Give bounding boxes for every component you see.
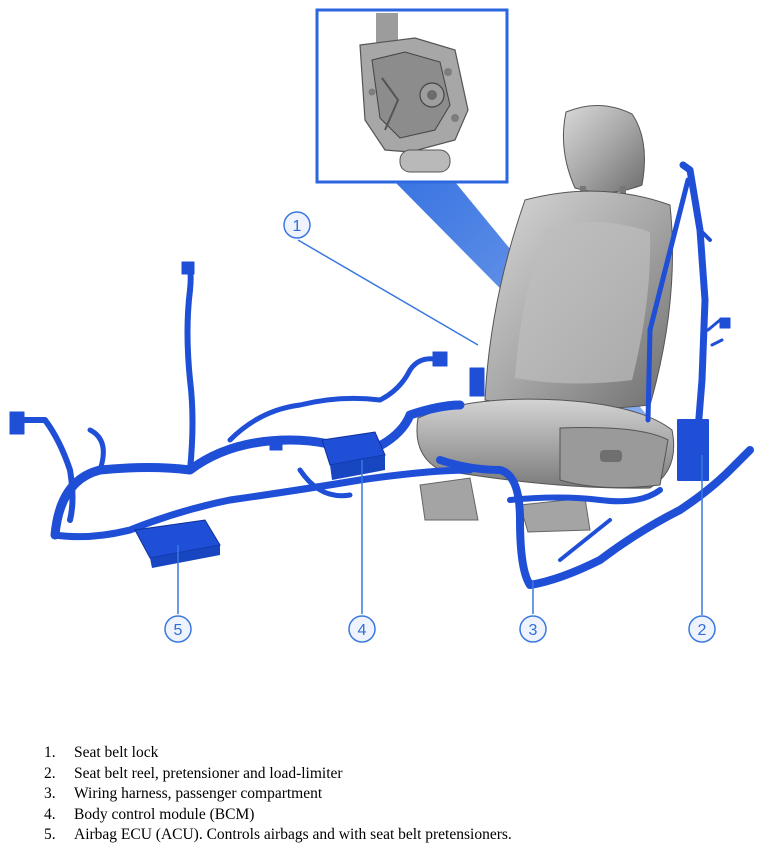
callout-number: 1 xyxy=(293,218,302,235)
legend-text: Body control module (BCM) xyxy=(74,805,255,823)
legend-text: Seat belt lock xyxy=(74,744,159,761)
legend-text: Airbag ECU (ACU). Controls airbags and w… xyxy=(74,826,512,844)
legend-item: 1. Seat belt lock xyxy=(44,743,512,764)
callout-number: 3 xyxy=(529,622,538,639)
body-control-module xyxy=(321,431,386,480)
legend-text: Seat belt reel, pretensioner and load-li… xyxy=(74,764,343,782)
callout-number: 4 xyxy=(358,622,367,639)
leader-lines xyxy=(177,239,703,615)
seat-belt-assembly xyxy=(645,161,724,481)
callout-4: 4 xyxy=(348,615,376,643)
seat-belt-lock-closeup xyxy=(359,13,469,173)
legend-number: 2. xyxy=(44,764,56,782)
airbag-ecu xyxy=(134,519,221,568)
legend-text: Wiring harness, passenger compartment xyxy=(74,785,323,803)
callout-3: 3 xyxy=(519,615,547,643)
wiring-harness xyxy=(9,261,754,589)
legend-number: 1. xyxy=(44,744,56,761)
legend-item: 5. Airbag ECU (ACU). Controls airbags and… xyxy=(44,825,512,846)
legend-item: 4. Body control module (BCM) xyxy=(44,805,512,826)
callout-number: 5 xyxy=(174,622,183,639)
callout-5: 5 xyxy=(164,615,192,643)
diagram-figure: 1 2 3 4 5 xyxy=(9,8,754,643)
legend-list: 1. Seat belt lock 2. Seat belt reel, prete… xyxy=(44,743,512,846)
legend-item: 3. Wiring harness, passenger compartment xyxy=(44,784,512,805)
callout-number: 2 xyxy=(698,622,707,639)
inset-detail xyxy=(315,8,509,184)
legend-number: 5. xyxy=(44,826,56,844)
legend-item: 2. Seat belt reel, pretensioner and load-… xyxy=(44,764,512,785)
callout-1: 1 xyxy=(283,211,311,239)
legend-number: 4. xyxy=(44,805,56,823)
legend-number: 3. xyxy=(44,785,56,803)
leader-line-1 xyxy=(297,239,479,346)
callout-2: 2 xyxy=(688,615,716,643)
